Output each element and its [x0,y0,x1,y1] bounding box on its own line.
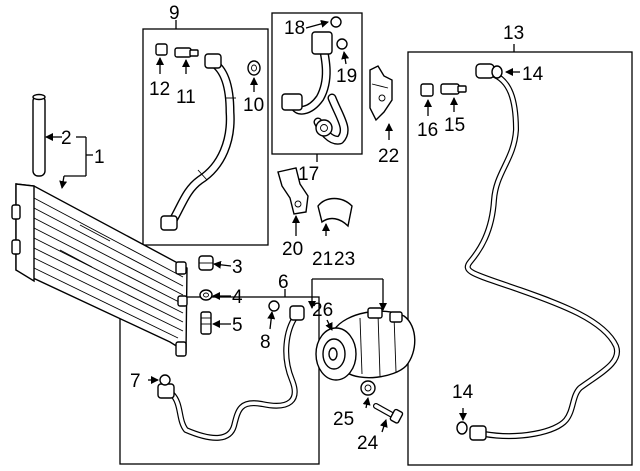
callout-14-bottom: 14 [452,382,474,403]
o-ring-8 [268,300,280,312]
bolt-24 [373,403,404,424]
callout-13: 13 [503,23,524,44]
callout-23: 23 [334,249,355,270]
o-ring-18 [330,16,342,28]
o-ring-14-bottom [456,421,468,435]
callout-15: 15 [444,115,465,136]
callout-1: 1 [94,147,105,168]
callout-12: 12 [149,79,170,100]
o-ring-7 [159,374,171,386]
callout-24: 24 [357,433,379,454]
o-ring-19 [336,38,348,50]
callout-11: 11 [176,87,196,108]
fitting-12 [155,43,168,56]
callout-18: 18 [284,18,305,39]
callout-16: 16 [417,120,438,141]
bracket-22 [369,65,393,122]
pressure-hose-17 [281,31,349,145]
suction-hose-9 [160,53,236,231]
callout-19: 19 [336,66,357,87]
group-box-13 [407,51,633,466]
receiver-drier [32,93,46,177]
valve-core [200,311,212,335]
hose-6 [157,305,305,441]
compressor [315,307,416,381]
clamp-20 [277,167,309,215]
callout-6: 6 [278,272,289,293]
callout-4: 4 [232,287,243,308]
condenser [11,183,188,357]
valve-11 [174,47,199,58]
clamp-21 [317,197,353,228]
o-ring-10 [247,60,261,76]
callout-2: 2 [61,128,72,149]
callout-10: 10 [243,95,264,116]
callout-26: 26 [312,300,333,321]
o-ring-4 [199,289,213,301]
callout-3: 3 [232,257,243,278]
callout-7: 7 [130,371,141,392]
callout-17: 17 [298,164,319,185]
callout-21: 21 [312,249,333,270]
callout-14-top: 14 [522,64,544,85]
fitting-16 [420,83,434,97]
callout-5: 5 [232,315,243,336]
valve-15 [440,83,467,95]
callout-22: 22 [378,146,399,167]
liquid-line-13 [464,63,621,441]
group-box-9 [142,28,269,246]
o-ring-14-top [491,65,503,79]
pressure-switch [198,255,214,271]
callout-9: 9 [169,3,180,24]
bushing-25 [360,380,376,396]
callout-20: 20 [282,239,303,260]
callout-25: 25 [333,409,354,430]
callout-8: 8 [260,332,271,353]
